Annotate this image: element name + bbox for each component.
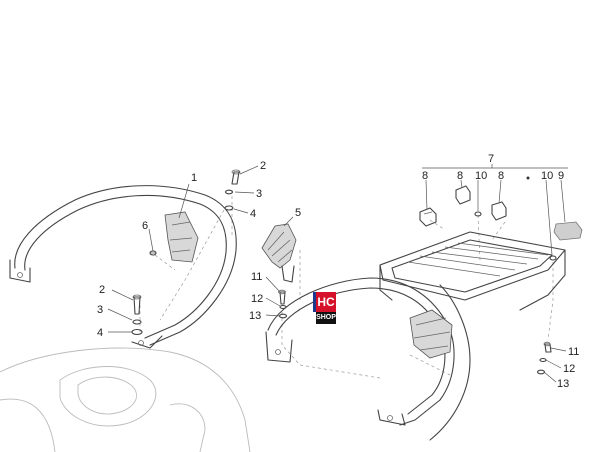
callout-8-right: 8	[498, 170, 504, 182]
callout-7: 7	[488, 153, 494, 165]
rubber-insert	[553, 221, 583, 241]
callout-10-right: 10	[541, 170, 553, 182]
hc-shop-logo: HC SHOP	[313, 292, 336, 330]
callout-4-lower: 4	[97, 327, 103, 339]
callout-2-upper: 2	[260, 160, 266, 172]
rack-screw-left	[474, 211, 482, 217]
callout-1: 1	[191, 172, 197, 184]
callout-9: 9	[558, 170, 564, 182]
callout-12-right: 12	[563, 363, 575, 375]
rack-screw-centre	[526, 176, 530, 180]
callout-6: 6	[142, 220, 148, 232]
screw-stack-upper	[224, 169, 241, 211]
callout-labels: 1 2 3 4 5 6 2 3 4 11 12 13 7 8 8 10 8 10…	[97, 153, 579, 390]
callout-8-middle: 8	[457, 170, 463, 182]
luggage-rack	[265, 231, 566, 441]
callout-13-right: 13	[557, 378, 569, 390]
group-7-bracket	[422, 164, 568, 169]
small-screw-6	[149, 250, 157, 256]
rubber-pad-left	[419, 207, 437, 227]
rubber-pad-middle	[455, 185, 471, 205]
leader-lines	[107, 165, 567, 383]
screw-stack-middle	[278, 289, 288, 319]
callout-3-upper: 3	[256, 188, 262, 200]
callout-13-middle: 13	[249, 310, 261, 322]
callout-3-lower: 3	[97, 304, 103, 316]
screw-stack-right	[536, 341, 552, 375]
screw-stack-lower	[131, 294, 143, 336]
rear-grab-handle	[9, 185, 237, 349]
logo-hc-text: HC	[313, 292, 336, 312]
callout-5: 5	[295, 207, 301, 219]
callout-2-lower: 2	[99, 284, 105, 296]
callout-11-middle: 11	[251, 271, 262, 283]
callout-8-left: 8	[422, 170, 428, 182]
callout-10-left: 10	[475, 170, 487, 182]
rack-screw-right	[549, 255, 557, 261]
callout-12-middle: 12	[251, 293, 263, 305]
assembly-guides	[139, 190, 554, 379]
callout-4-upper: 4	[250, 208, 256, 220]
logo-shop-text: SHOP	[316, 312, 336, 324]
callout-11-right: 11	[568, 346, 579, 358]
scooter-body-outline	[0, 347, 251, 452]
rubber-pad-right	[491, 201, 507, 221]
reflector-bracket	[261, 223, 297, 283]
